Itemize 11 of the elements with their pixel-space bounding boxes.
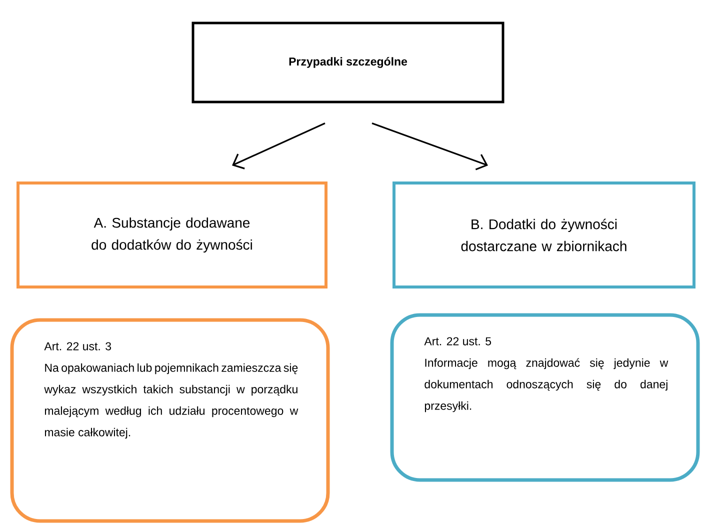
rounded-note-box bbox=[10, 318, 330, 523]
category-box: B. Dodatki do żywności dostarczane w zbiornikach bbox=[392, 182, 696, 288]
node-label: Art. 22 ust. 5 bbox=[424, 337, 492, 346]
arrow bbox=[232, 122, 326, 170]
node-label: Informacje mogą znajdować się jedynie w dokumentach odnoszących się do danej przesyłki. bbox=[424, 358, 668, 412]
node-label: Art. 22 ust. 3 bbox=[44, 342, 112, 350]
title-box: Przypadki szczególne bbox=[192, 22, 504, 104]
node-label: Na opakowaniach lub pojemnikach zamieszcza się wykaz wszystkich takich substancji w porządku malejącym według ich udziału procentowego w masie całkowitej. bbox=[44, 363, 298, 439]
category-box: A. Substancje dodawane do dodatków do żywności bbox=[16, 182, 328, 288]
arrow bbox=[372, 122, 488, 170]
rounded-note-box bbox=[390, 313, 700, 482]
